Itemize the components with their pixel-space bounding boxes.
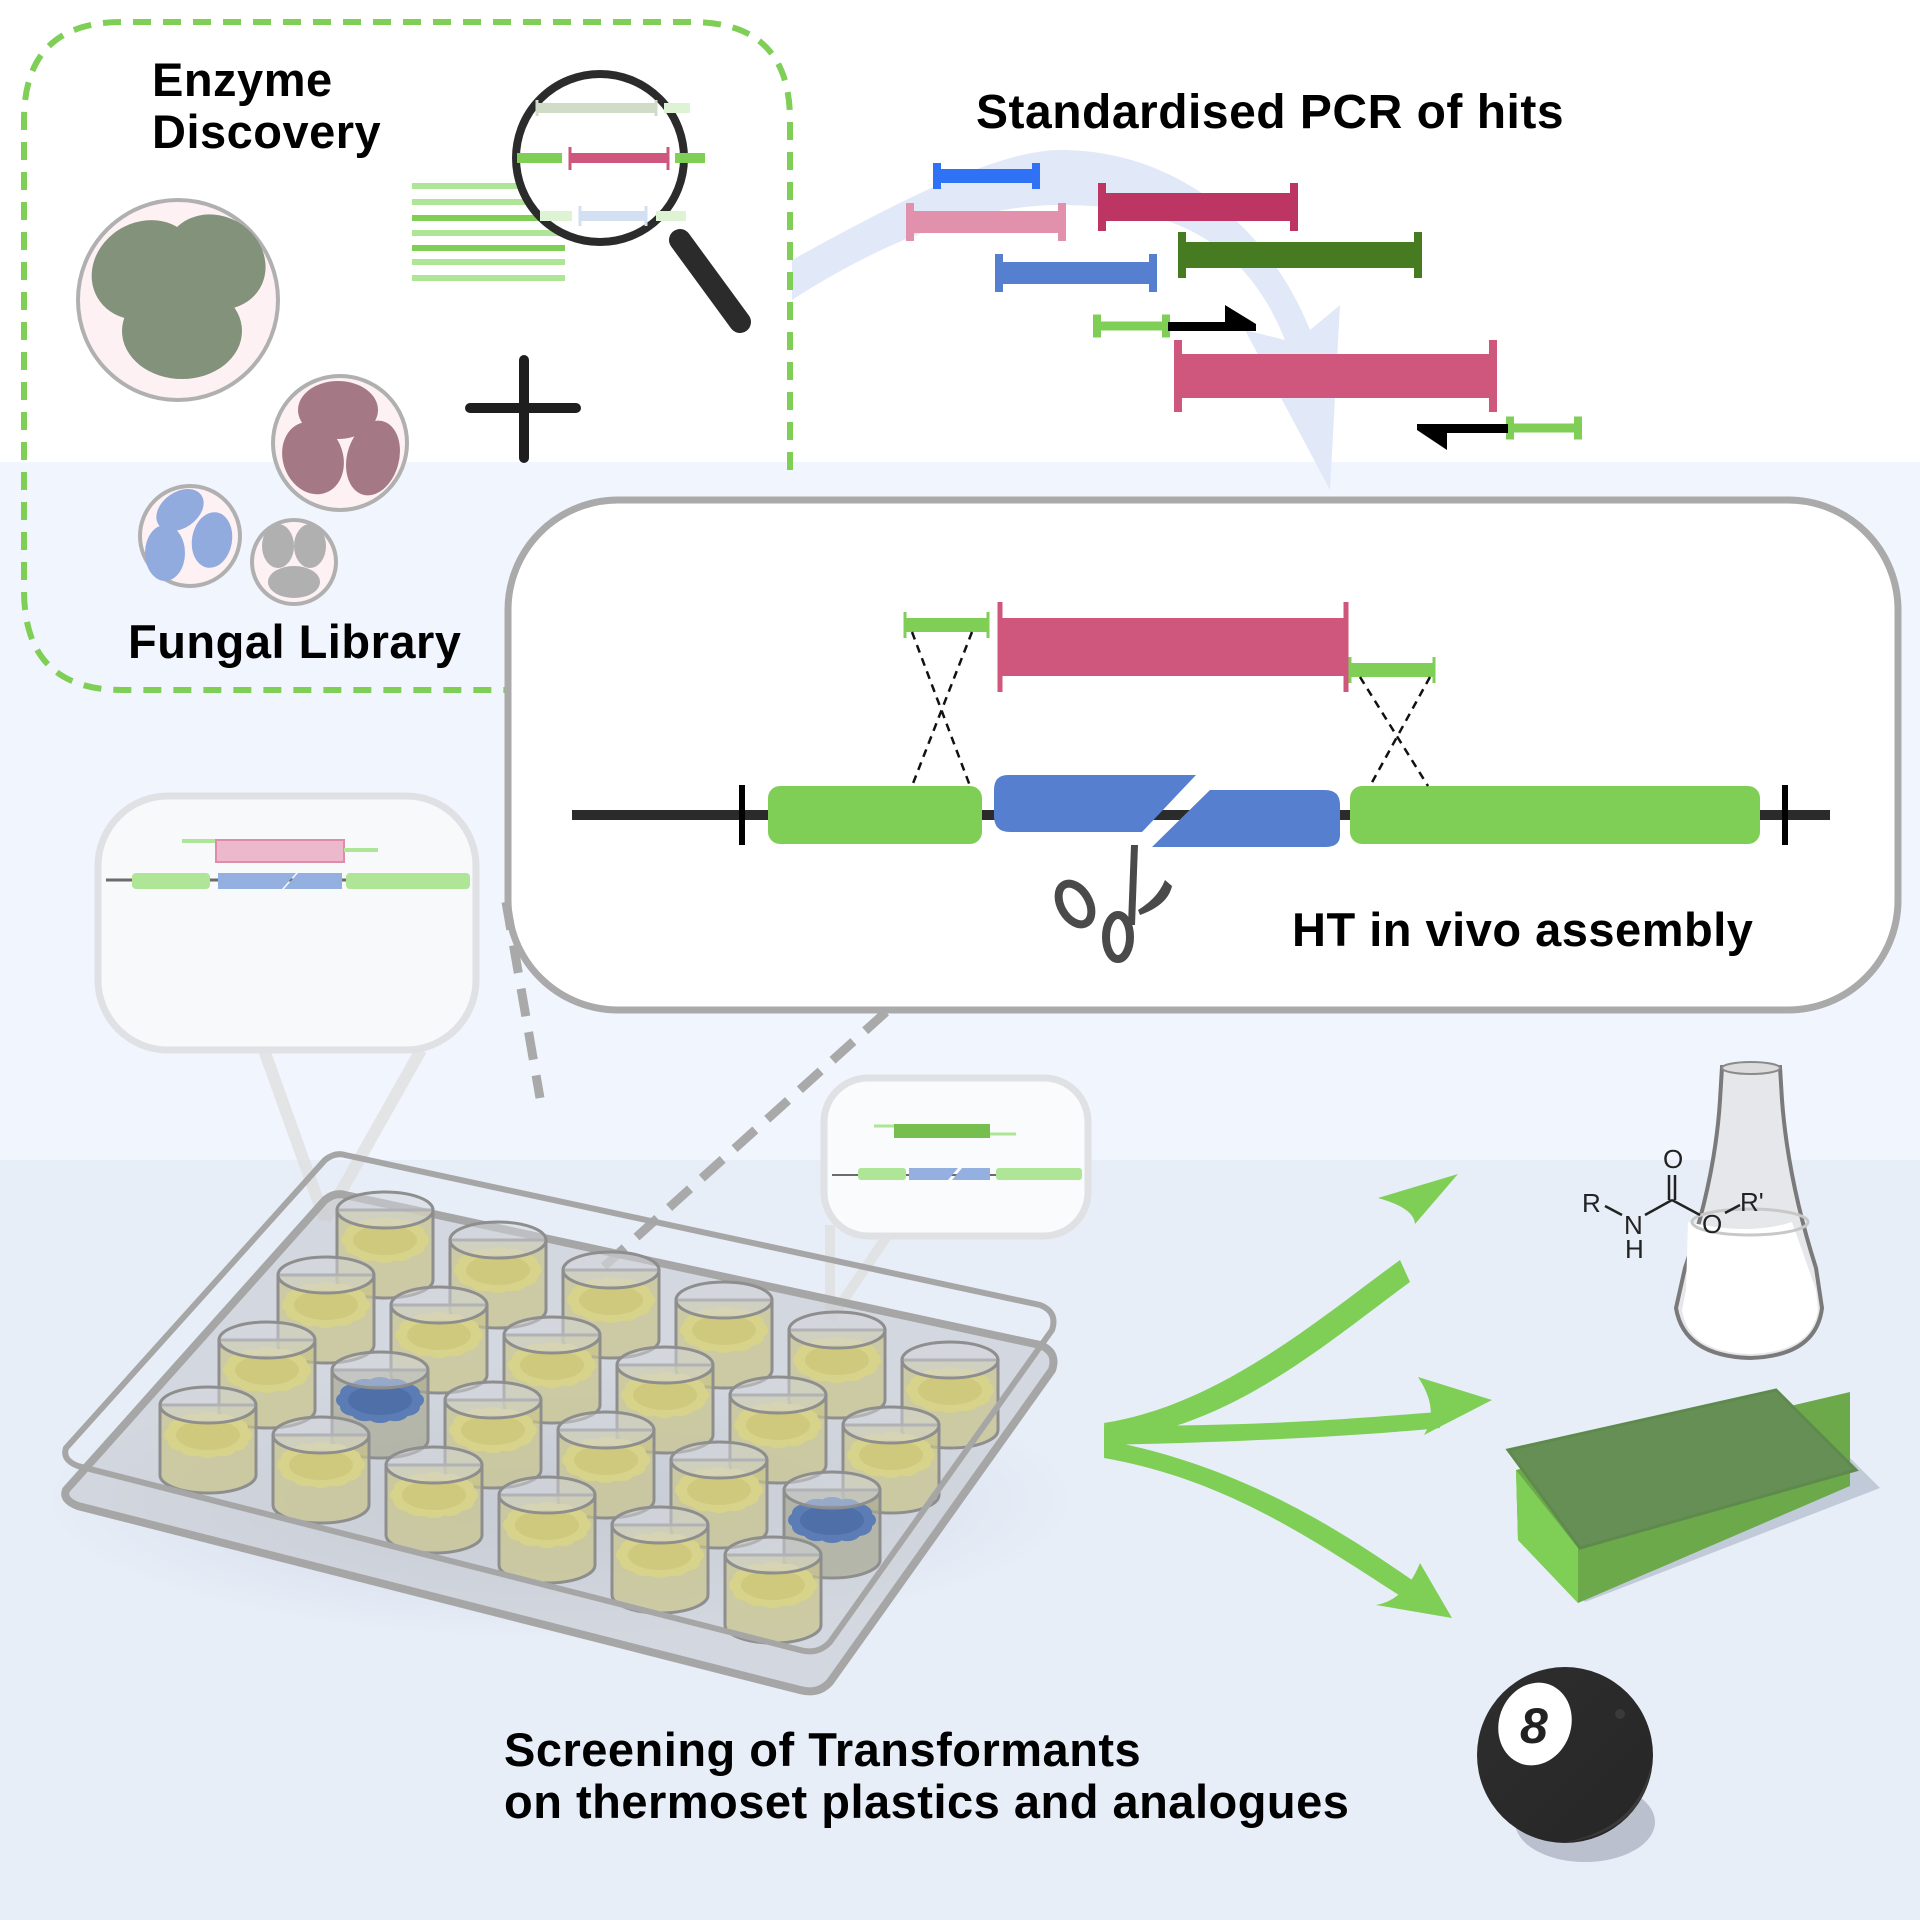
screening-title: Screening of Transformants on thermoset … [504, 1724, 1349, 1828]
well-plate-icon [40, 1151, 1080, 1696]
flask-icon [1673, 1061, 1825, 1361]
arrow-to-sponge [1104, 1412, 1440, 1445]
arrow-to-ball [1104, 1440, 1412, 1597]
pcr-hit-pink-main [1174, 340, 1497, 412]
flow-arrow-discovery-to-assembly [792, 150, 1340, 490]
result-arrows [1104, 1174, 1492, 1618]
well-blue-colony [330, 1350, 430, 1460]
enzyme-discovery-title: Enzyme Discovery [152, 54, 381, 158]
well-yellow-colony [674, 1280, 774, 1390]
sponge-icon [1505, 1388, 1880, 1603]
homology-arm-left [768, 786, 982, 844]
assembly-diagram [572, 602, 1830, 963]
sequence-lines [412, 183, 565, 281]
reverse-primer-icon [1417, 424, 1508, 450]
zoom-connector-lines [501, 901, 890, 1274]
pcr-hits [906, 163, 1582, 450]
plus-icon [465, 355, 581, 463]
enzyme-discovery-line2: Discovery [152, 105, 382, 158]
fungal-library-title: Fungal Library [128, 615, 462, 668]
atom-n: N [1624, 1210, 1643, 1240]
pcr-primer-flank-right [1506, 416, 1582, 440]
well-yellow-colony [502, 1315, 602, 1425]
carbamate-structure [1604, 1175, 1741, 1217]
eight-ball-icon: 8 [1477, 1667, 1655, 1862]
scissors-icon [1054, 845, 1172, 963]
eight-ball-number: 8 [1520, 1698, 1548, 1754]
screening-line1: Screening of Transformants [504, 1723, 1142, 1776]
atom-r: R [1582, 1188, 1601, 1218]
thumbnail-panel-green [820, 1074, 1092, 1323]
atom-h: H [1625, 1234, 1644, 1264]
pcr-hit-crimson [1098, 183, 1298, 231]
atom-o-carbonyl: O [1663, 1144, 1683, 1174]
atom-r-prime: R' [1740, 1187, 1764, 1217]
recombination-crossover-right [1358, 676, 1432, 787]
pcr-hit-pink-light [906, 203, 1066, 241]
assembly-panel [504, 496, 1902, 1014]
cut-gene-right [1152, 790, 1340, 847]
assembly-title: HT in vivo assembly [1292, 903, 1754, 956]
arrow-to-flask [1104, 1260, 1410, 1440]
homology-arm-right [1350, 786, 1760, 844]
insert-gene [998, 618, 1346, 676]
enzyme-discovery-line1: Enzyme [152, 53, 333, 106]
fungal-colony-grey [250, 518, 338, 606]
fungal-colony-blue [138, 484, 242, 588]
well-yellow-colony [158, 1385, 258, 1495]
well-yellow-colony [217, 1320, 317, 1430]
forward-primer-icon [1168, 305, 1256, 331]
well-yellow-colony [271, 1415, 371, 1525]
fungal-colony-green [76, 198, 280, 402]
pcr-hit-blue-2 [995, 254, 1157, 292]
atom-o-ester: O [1702, 1209, 1722, 1239]
cut-gene-left [994, 775, 1196, 832]
well-yellow-colony [384, 1445, 484, 1555]
pcr-hit-blue-1 [933, 163, 1040, 189]
well-yellow-colony [276, 1255, 376, 1365]
plate-rim [62, 1151, 1057, 1655]
well-yellow-colony [723, 1535, 823, 1645]
pcr-title: Standardised PCR of hits [976, 86, 1565, 139]
pcr-hit-dark-green [1178, 232, 1422, 278]
screening-line2: on thermoset plastics and analogues [504, 1775, 1350, 1828]
fungal-colony-mauve [271, 374, 409, 512]
pcr-primer-flank-left [1093, 314, 1170, 338]
well-yellow-colony [497, 1475, 597, 1585]
enzyme-discovery-panel [21, 19, 793, 693]
well-yellow-colony [610, 1505, 710, 1615]
magnifier-icon [512, 70, 751, 333]
